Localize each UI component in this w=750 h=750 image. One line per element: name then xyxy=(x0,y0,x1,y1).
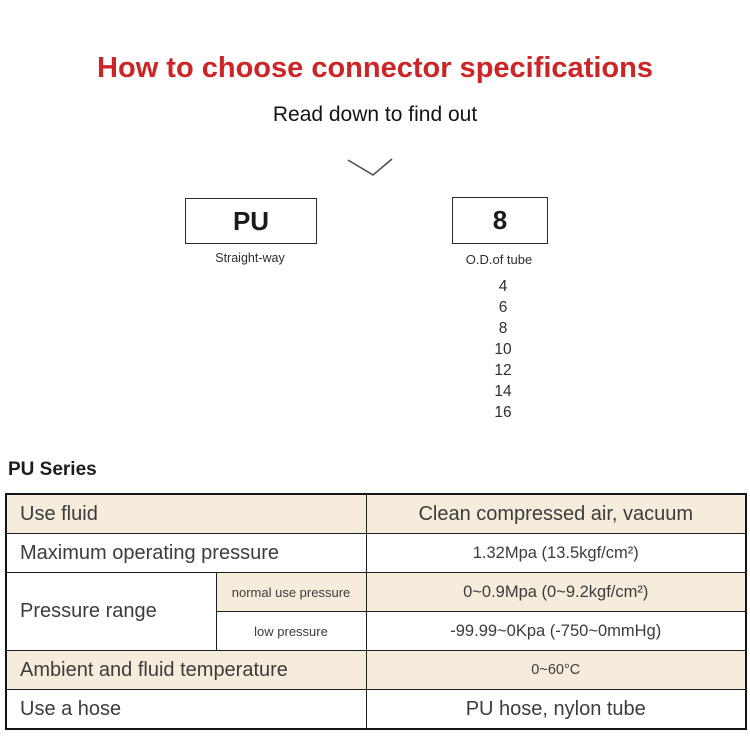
size-option: 16 xyxy=(494,404,512,421)
code-box-caption: Straight-way xyxy=(215,251,285,265)
row-value: PU hose, nylon tube xyxy=(365,689,747,730)
size-option: 4 xyxy=(498,278,508,295)
row-label: Use fluid xyxy=(5,493,367,534)
size-option: 12 xyxy=(494,362,512,379)
row-label: Use a hose xyxy=(5,689,367,730)
size-option: 6 xyxy=(498,299,508,316)
row-value: Clean compressed air, vacuum xyxy=(365,493,747,534)
table-row: Maximum operating pressure 1.32Mpa (13.5… xyxy=(5,533,747,573)
row-value: 1.32Mpa (13.5kgf/cm²) xyxy=(365,533,747,573)
row-sublabel: normal use pressure xyxy=(215,572,367,612)
page-title: How to choose connector specifications xyxy=(97,52,653,84)
row-label: Ambient and fluid temperature xyxy=(5,650,367,690)
row-value: 0~60°C xyxy=(365,650,747,690)
size-options-list: 4 6 8 10 12 14 16 xyxy=(453,276,553,423)
table-row: Use a hose PU hose, nylon tube xyxy=(5,689,747,730)
row-value: -99.99~0Kpa (-750~0mmHg) xyxy=(365,611,747,651)
chevron-down-icon xyxy=(347,158,393,176)
series-heading: PU Series xyxy=(8,459,97,480)
code-box: PU xyxy=(185,198,317,244)
row-sublabel: low pressure xyxy=(215,611,367,651)
size-box-value: 8 xyxy=(492,205,508,235)
size-box: 8 xyxy=(452,197,548,244)
row-label: Pressure range xyxy=(5,572,217,651)
page-subtitle: Read down to find out xyxy=(272,103,478,126)
spec-table: Use fluid Clean compressed air, vacuum M… xyxy=(5,493,747,730)
table-row: Use fluid Clean compressed air, vacuum xyxy=(5,493,747,534)
size-option: 8 xyxy=(498,320,508,337)
row-label: Maximum operating pressure xyxy=(5,533,367,573)
code-box-value: PU xyxy=(232,205,270,236)
table-row: low pressure -99.99~0Kpa (-750~0mmHg) xyxy=(6,611,747,651)
size-option: 10 xyxy=(494,341,512,358)
row-value: 0~0.9Mpa (0~9.2kgf/cm²) xyxy=(365,572,747,612)
size-option: 14 xyxy=(494,383,512,400)
table-row: Ambient and fluid temperature 0~60°C xyxy=(5,650,747,690)
size-box-caption: O.D.of tube xyxy=(465,252,533,267)
table-row: Pressure range normal use pressure 0~0.9… xyxy=(5,572,747,651)
